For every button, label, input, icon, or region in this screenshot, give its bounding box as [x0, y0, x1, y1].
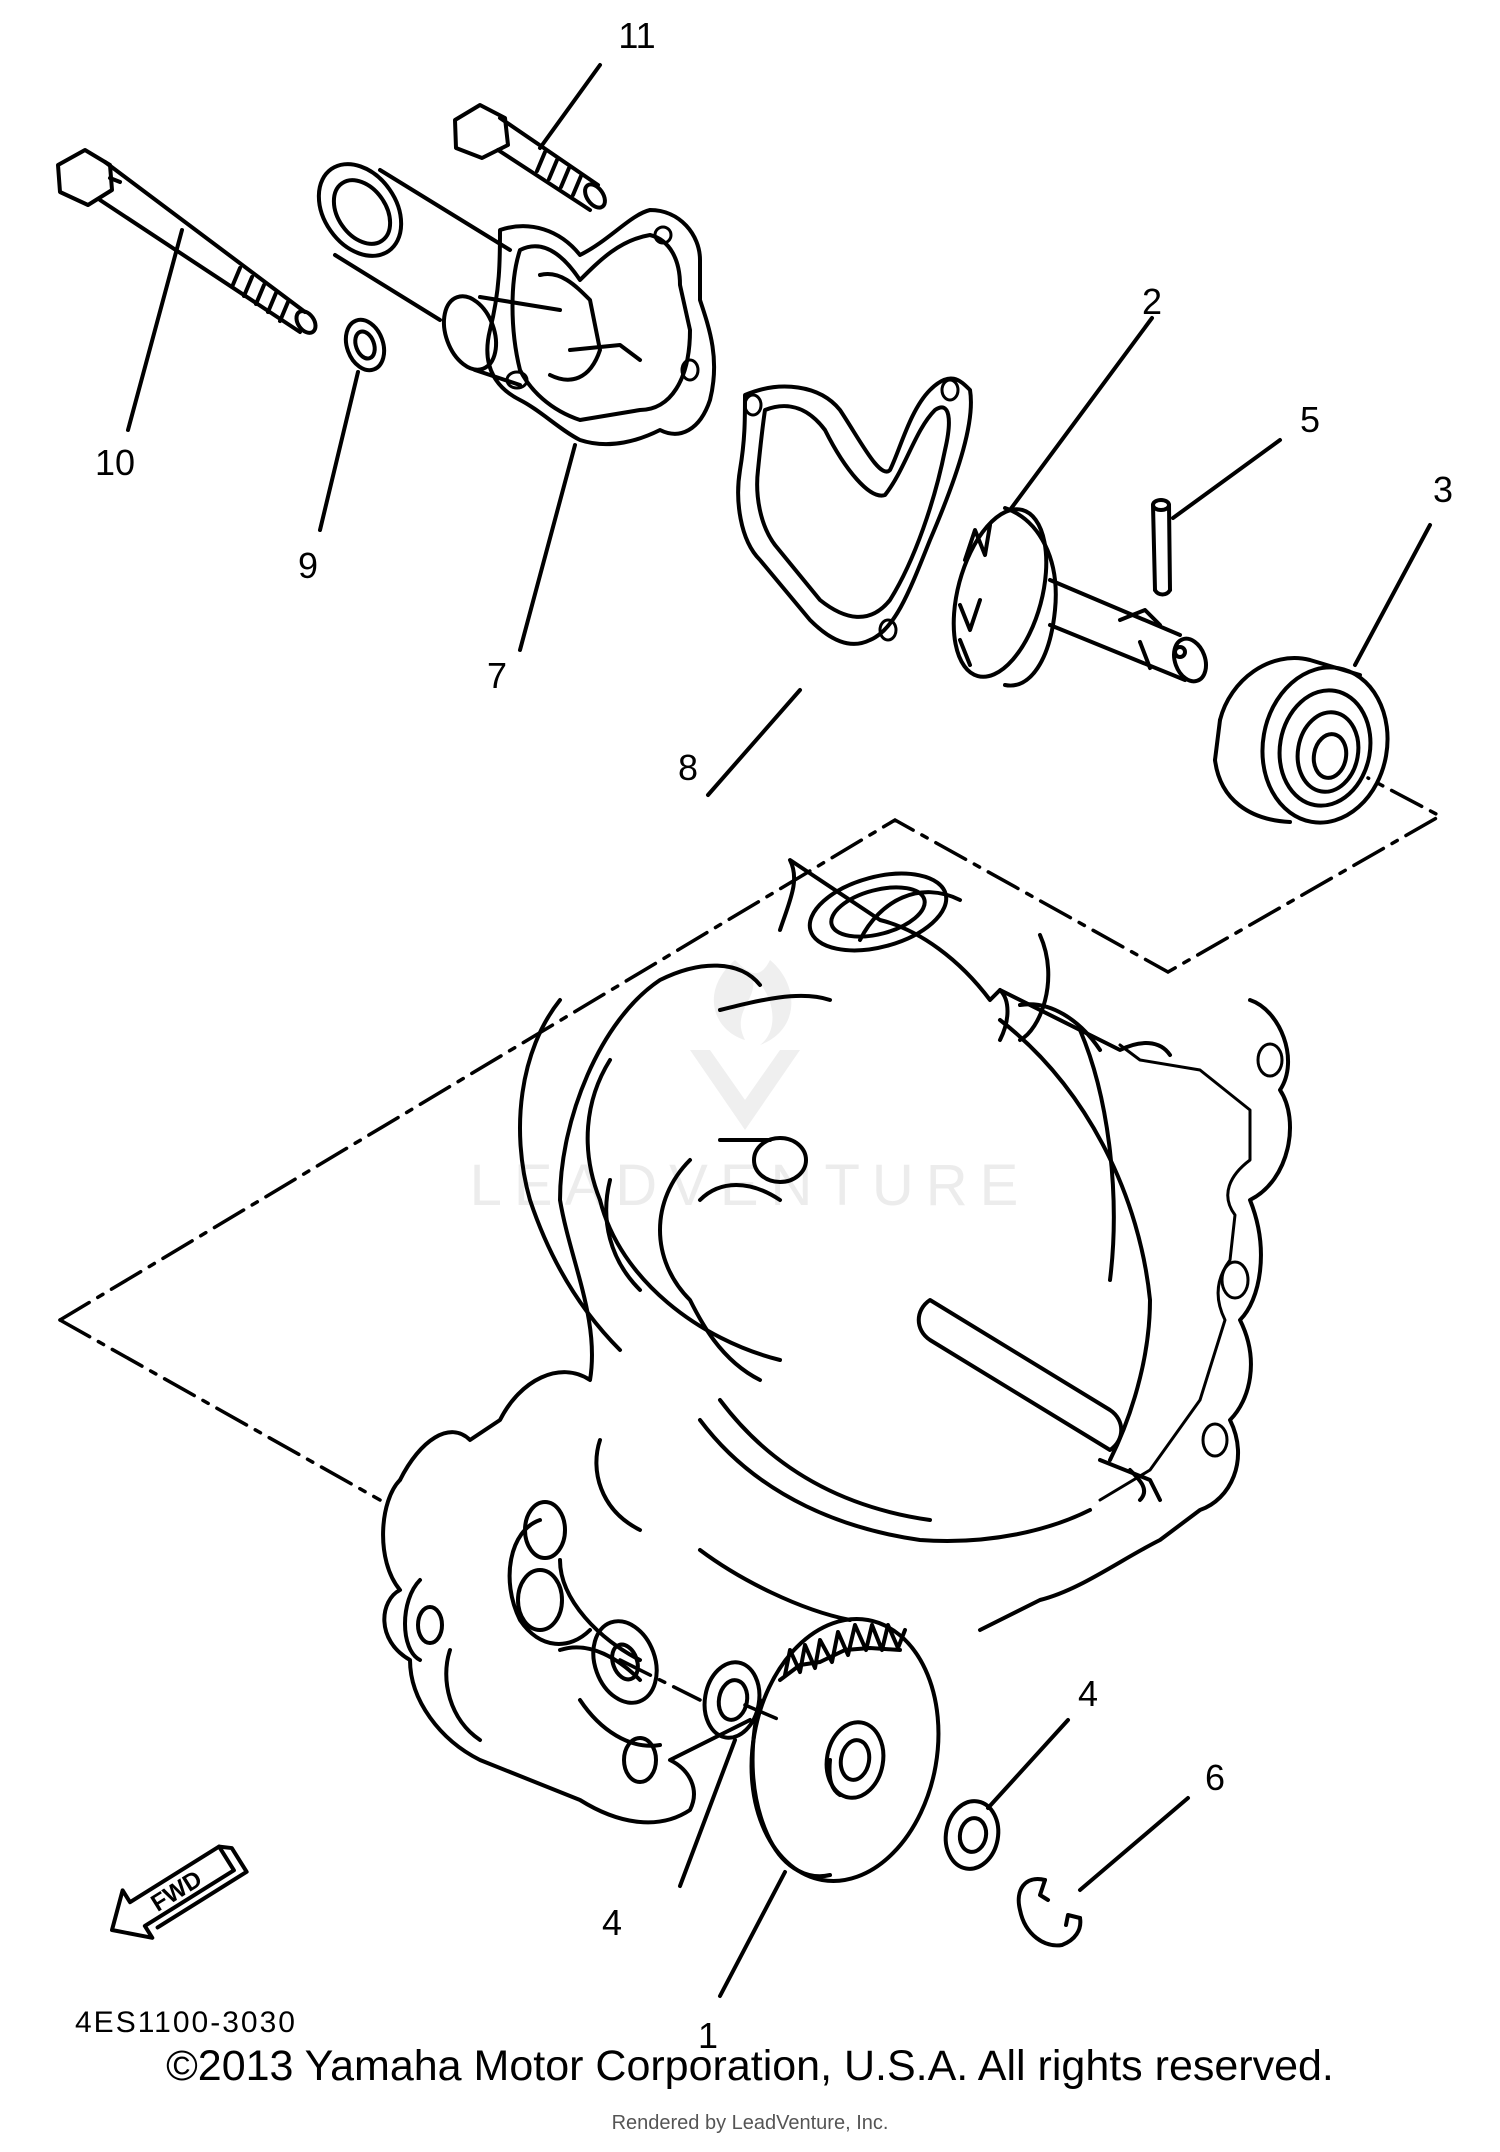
callout-3: 3 [1433, 469, 1453, 510]
callout-4-right: 4 [1078, 1673, 1098, 1714]
callouts: 2 5 3 11 10 9 7 8 4 6 4 1 [95, 15, 1453, 2056]
callout-2: 2 [1142, 281, 1162, 322]
callout-9: 9 [298, 545, 318, 586]
callout-11: 11 [618, 15, 655, 56]
part-10-long-bolt [56, 148, 318, 335]
callout-4-left: 4 [602, 1902, 622, 1943]
part-5-pin [1151, 498, 1172, 597]
part-8-gasket [736, 376, 973, 646]
fwd-arrow-icon: FWD [110, 1844, 249, 1940]
callout-6: 6 [1205, 1757, 1225, 1798]
callout-5: 5 [1300, 399, 1320, 440]
part-6-circlip [1016, 1877, 1083, 1948]
callout-10: 10 [95, 442, 135, 483]
part-1-gear [749, 1617, 941, 1883]
part-4-washer-right [943, 1799, 1001, 1871]
part-11-short-bolt [453, 103, 607, 212]
watermark-flame-icon [713, 960, 792, 1045]
part-4-washer-left [702, 1660, 782, 1740]
crankcase-cover [381, 858, 1292, 1825]
part-7-pump-housing [316, 162, 717, 447]
copyright-text: ©2013 Yamaha Motor Corporation, U.S.A. A… [166, 2042, 1334, 2090]
callout-8: 8 [678, 747, 698, 788]
watermark-v-icon [690, 1050, 800, 1130]
rendered-by-text: Rendered by LeadVenture, Inc. [611, 2112, 889, 2134]
watermark: LEADVENTURE [470, 960, 1018, 1218]
part-3-bearing [1213, 656, 1390, 825]
assembly-outline [58, 776, 1444, 1502]
callout-1: 1 [698, 2015, 718, 2056]
leader-lines [126, 63, 1432, 1998]
part-code: 4ES1100-3030 [75, 2006, 297, 2039]
part-9-washer [343, 317, 387, 373]
part-2-impeller-shaft [951, 506, 1208, 688]
callout-7: 7 [487, 655, 507, 696]
